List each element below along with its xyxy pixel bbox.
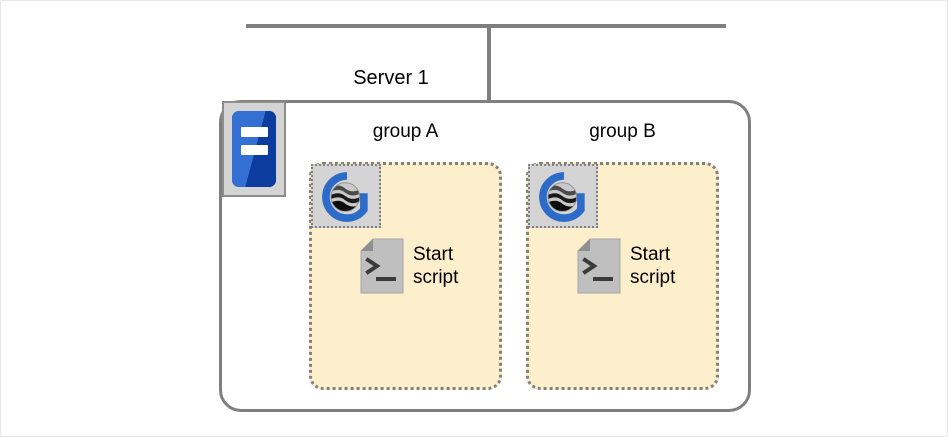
- group-b-app-tile[interactable]: [528, 164, 598, 228]
- group-b-start-script[interactable]: Start script: [577, 238, 675, 294]
- script-file-icon: [360, 238, 404, 294]
- server-slot-bar-2: [241, 145, 268, 155]
- group-b-box[interactable]: Start script: [526, 162, 719, 390]
- server-container: group A: [219, 100, 751, 412]
- group-a-start-script[interactable]: Start script: [360, 238, 458, 294]
- group-a-start-script-label: Start script: [413, 244, 459, 288]
- network-drop-line: [487, 24, 491, 101]
- group-b-label: group B: [589, 121, 656, 142]
- group-a-app-tile[interactable]: [311, 164, 381, 228]
- script-file-icon: [577, 238, 621, 294]
- server-icon: [222, 101, 286, 197]
- network-bus-line: [246, 24, 726, 28]
- server-slot-bar-1: [241, 127, 268, 137]
- group-b-start-script-label: Start script: [630, 244, 676, 288]
- group-a-box[interactable]: Start script: [309, 162, 502, 390]
- globe-g-logo-icon: [322, 172, 368, 222]
- server-unit-body: [232, 111, 276, 187]
- globe-g-logo-icon: [539, 172, 585, 222]
- server-label: Server 1: [353, 67, 429, 89]
- group-a-label: group A: [372, 121, 439, 142]
